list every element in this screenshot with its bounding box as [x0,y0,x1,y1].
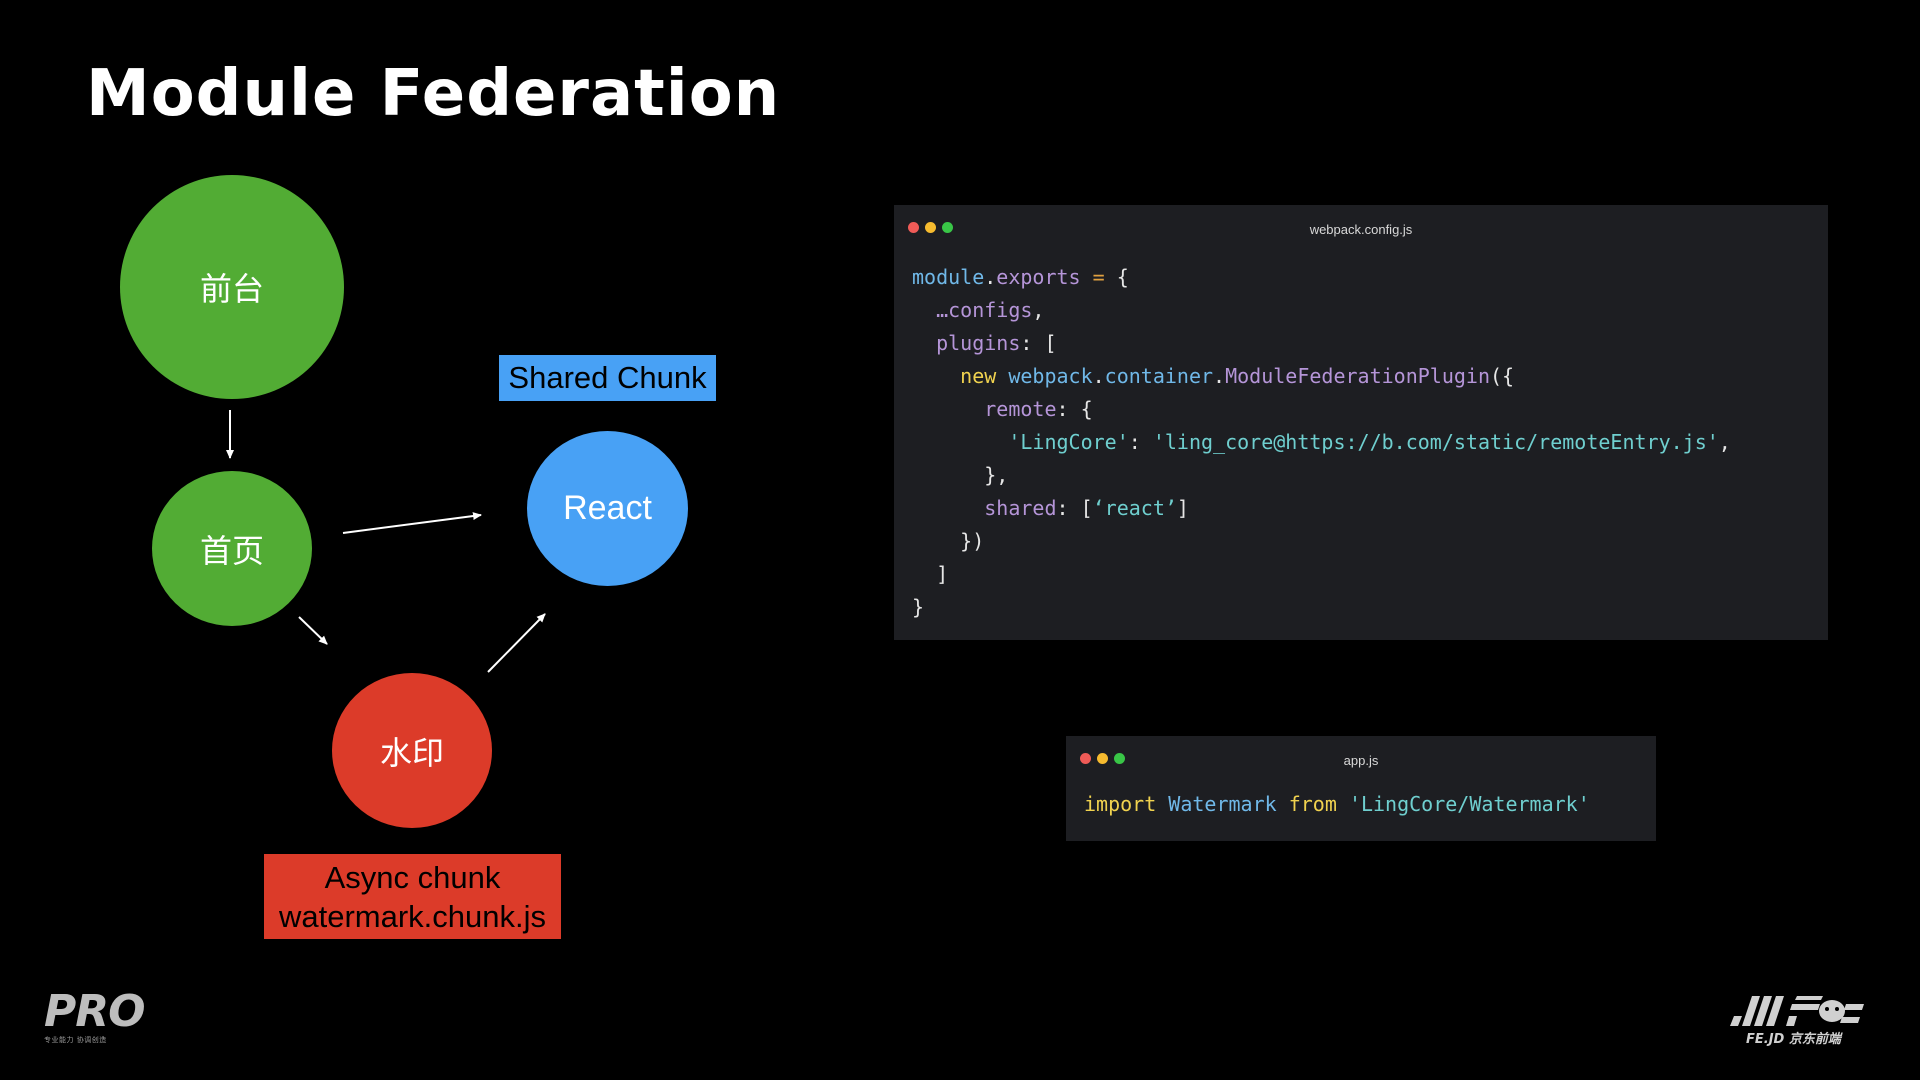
async-chunk-filename: watermark.chunk.js [278,898,547,934]
arrow-watermark-to-react [487,613,546,673]
code-token: ModuleFederationPlugin [1225,364,1490,388]
window-controls [908,222,953,233]
code-line: }, [912,459,1731,492]
node-frontdesk-label: 前台 [199,270,264,308]
code-token: Watermark [1168,792,1289,816]
code-token: ‘react’ [1092,496,1177,520]
code-token: new [912,364,1009,388]
slide-title: Module Federation [86,57,781,131]
code-token: 'ling_core@https://b.com/static/remoteEn… [1152,430,1719,454]
pro-logo-text: PRO [44,986,146,1037]
code-token: ({ [1490,364,1515,388]
pro-logo: PRO 专业能力 协调创造 [44,986,146,1045]
code-token: : [1128,430,1153,454]
code-token: = [1080,265,1117,289]
close-dot-icon [1080,753,1091,764]
code-token: : { [1056,397,1093,421]
node-watermark-label: 水印 [379,733,444,772]
code-token: . [1213,364,1226,388]
code-line: }) [912,525,1731,558]
code-line: import Watermark from 'LingCore/Watermar… [1084,788,1590,821]
node-frontdesk: 前台 [120,175,344,399]
webpack-config-window: webpack.config.js module.exports = { …co… [894,205,1828,640]
code-token: 'LingCore/Watermark' [1348,792,1590,816]
window-filename: app.js [1343,753,1379,768]
code-token: exports [996,265,1081,289]
code-token: remote [912,397,1057,421]
code-line: plugins: [ [912,327,1731,360]
maximize-dot-icon [1114,753,1125,764]
code-block: module.exports = { …configs, plugins: [ … [912,261,1731,624]
code-token: , [1718,430,1731,454]
node-react-label: React [563,489,652,527]
code-token: ] [912,562,949,586]
arrow-home-to-watermark [298,616,328,645]
code-line: 'LingCore': 'ling_core@https://b.com/sta… [912,426,1731,459]
code-token: , [1032,298,1045,322]
code-token: }) [912,529,985,553]
code-token: container [1104,364,1214,388]
maximize-dot-icon [942,222,953,233]
fejd-logo-mark-icon [1730,996,1864,1026]
code-token: } [912,595,925,619]
code-line: } [912,591,1731,624]
code-line: remote: { [912,393,1731,426]
code-token: import [1084,792,1169,816]
pro-logo-subtitle: 专业能力 协调创造 [44,1036,107,1044]
code-line: shared: [‘react’] [912,492,1731,525]
code-token: . [984,265,997,289]
code-token: { [1116,265,1129,289]
code-token: 'LingCore' [912,430,1129,454]
minimize-dot-icon [1097,753,1108,764]
code-line: …configs, [912,294,1731,327]
code-token: }, [912,463,1009,487]
shared-chunk-tag: Shared Chunk [499,355,716,401]
minimize-dot-icon [925,222,936,233]
async-chunk-tag: Async chunk watermark.chunk.js [264,854,561,939]
code-token: …configs [912,298,1033,322]
code-token: module [912,265,985,289]
code-token: from [1288,792,1349,816]
code-token: : [ [1020,331,1057,355]
code-token: ] [1176,496,1189,520]
node-home: 首页 [152,471,312,626]
code-line: ] [912,558,1731,591]
code-token: plugins [912,331,1021,355]
code-block: import Watermark from 'LingCore/Watermar… [1084,788,1590,821]
node-watermark: 水印 [332,673,492,828]
code-line: module.exports = { [912,261,1731,294]
code-token: webpack [1008,364,1093,388]
window-controls [1080,753,1125,764]
node-home-label: 首页 [199,531,264,570]
code-token: . [1092,364,1105,388]
fejd-logo-subtitle: FE.JD 京东前端 [1746,1032,1841,1047]
window-filename: webpack.config.js [1309,222,1413,237]
code-token: : [ [1056,496,1093,520]
close-dot-icon [908,222,919,233]
app-js-window: app.js import Watermark from 'LingCore/W… [1066,736,1656,841]
async-chunk-title: Async chunk [324,859,501,895]
arrow-home-to-react [342,512,482,534]
code-token: shared [912,496,1057,520]
fejd-logo: FE.JD 京东前端 [1726,990,1866,1047]
node-react: React [527,431,688,586]
code-line: new webpack.container.ModuleFederationPl… [912,360,1731,393]
